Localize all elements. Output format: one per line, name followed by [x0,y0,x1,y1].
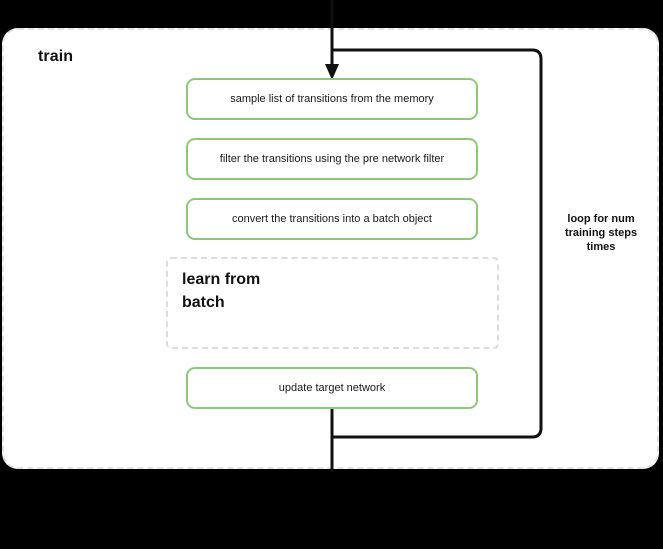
step-box-sample[interactable]: sample list of transitions from the memo… [186,78,478,120]
step-box-filter[interactable]: filter the transitions using the pre net… [186,138,478,180]
loop-annotation-label: loop for num training steps times [548,212,654,254]
step-label-convert: convert the transitions into a batch obj… [232,213,432,225]
learn-from-batch-title-line1: learn from [182,271,261,288]
learn-from-batch-subgraph[interactable]: learn from batch [166,257,499,349]
step-label-filter: filter the transitions using the pre net… [219,153,445,165]
step-label-update: update target network [278,382,386,394]
step-box-convert[interactable]: convert the transitions into a batch obj… [186,198,478,240]
train-subgraph-title: train [38,48,74,65]
learn-from-batch-title: learn from batch [182,268,302,314]
step-box-update-target-network[interactable]: update target network [186,367,478,409]
loop-label-line3: times [586,241,616,253]
learn-from-batch-title-line2: batch [182,294,225,311]
step-label-sample: sample list of transitions from the memo… [230,93,434,105]
loop-label-line2: training steps [564,227,638,239]
loop-label-line1: loop for num [567,213,635,225]
